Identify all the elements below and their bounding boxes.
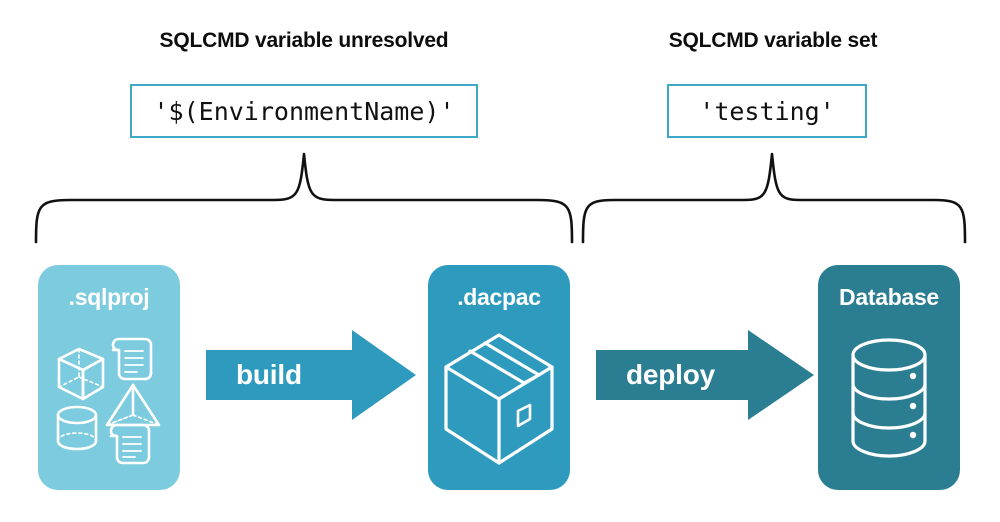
curly-brace-up-icon-right xyxy=(581,152,967,244)
stage-card-database: Database xyxy=(818,265,960,490)
script-scroll-icon-bottom xyxy=(109,423,151,465)
group-heading-set: SQLCMD variable set xyxy=(668,29,878,52)
stage-card-sqlproj: .sqlproj xyxy=(38,265,180,490)
arrow-shape-deploy xyxy=(596,330,814,420)
arrow-build: build xyxy=(206,330,416,420)
stage-label-dacpac: .dacpac xyxy=(457,284,541,310)
group-heading-unresolved: SQLCMD variable unresolved xyxy=(159,29,449,52)
wireframe-cylinder-icon xyxy=(56,405,98,451)
database-cylinder-icon xyxy=(851,338,927,458)
code-box-set-value: 'testing' xyxy=(667,84,867,138)
arrow-shape-build xyxy=(206,330,416,420)
stage-art-database xyxy=(818,319,960,479)
wireframe-pyramid-icon xyxy=(105,383,161,427)
stage-card-dacpac: .dacpac xyxy=(428,265,570,490)
stage-label-sqlproj: .sqlproj xyxy=(68,284,150,310)
package-box-icon xyxy=(444,333,554,465)
code-text-unresolved: '$(EnvironmentName)' xyxy=(153,96,455,126)
wireframe-cube-icon xyxy=(57,347,105,401)
curly-brace-up-icon-left xyxy=(34,152,574,244)
code-text-set: 'testing' xyxy=(699,96,835,126)
stage-label-database: Database xyxy=(839,284,939,310)
script-scroll-icon-top xyxy=(111,337,153,381)
sqlproj-contents-icon-group xyxy=(56,337,161,465)
stage-art-sqlproj xyxy=(38,319,180,479)
stage-art-dacpac xyxy=(428,319,570,479)
arrow-deploy: deploy xyxy=(596,330,814,420)
code-box-unresolved-value: '$(EnvironmentName)' xyxy=(130,84,478,138)
